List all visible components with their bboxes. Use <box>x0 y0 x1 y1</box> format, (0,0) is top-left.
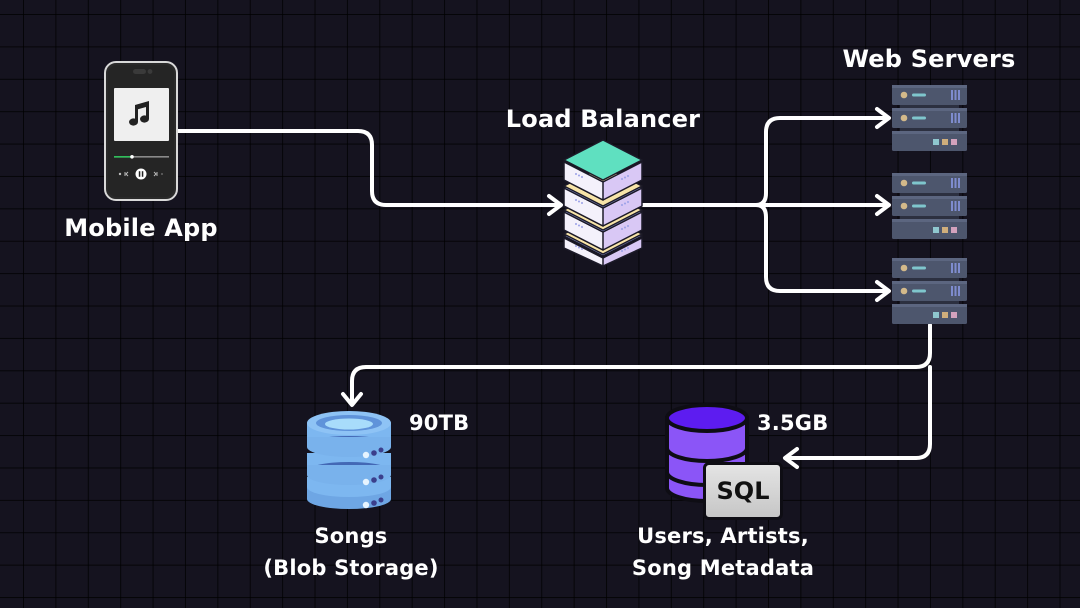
blob-storage-size: 90TB <box>409 411 470 435</box>
smartphone-music-player-icon <box>104 61 178 201</box>
load-balancer-node[interactable] <box>560 138 646 268</box>
sql-database-size: 3.5GB <box>757 411 829 435</box>
edge-servers-to-blob-arrowhead <box>341 392 363 407</box>
sql-badge-text: SQL <box>716 477 770 505</box>
web-servers-label: Web Servers <box>842 45 1016 73</box>
edge-lb-to-server-1 <box>754 116 890 207</box>
load-balancer-stack-icon <box>563 139 643 267</box>
web-server-1[interactable] <box>892 85 967 151</box>
edge-lb-to-server-1-arrowhead <box>875 107 891 129</box>
mobile-app-node[interactable] <box>104 61 178 201</box>
edge-lb-to-server-3-arrowhead <box>875 280 891 302</box>
server-rack-icon <box>892 258 967 324</box>
sql-badge-box: SQL <box>703 462 783 520</box>
edge-servers-to-sql <box>784 365 932 460</box>
server-rack-icon <box>892 85 967 151</box>
load-balancer-label: Load Balancer <box>505 105 701 133</box>
blob-database-icon <box>307 411 391 509</box>
edge-servers-to-sql-arrowhead <box>783 447 799 469</box>
edge-mobile-to-lb-arrowhead <box>547 194 563 216</box>
sql-database-label: Users, Artists, Song Metadata <box>632 520 814 584</box>
sql-database-label-line1: Users, Artists, <box>637 524 809 548</box>
edge-lb-to-server-3 <box>754 203 890 293</box>
blob-storage-label: Songs (Blob Storage) <box>263 520 438 584</box>
blob-storage-label-line2: (Blob Storage) <box>263 556 439 580</box>
sql-database-label-line2: Song Metadata <box>631 556 815 580</box>
blob-storage-label-line1: Songs <box>314 524 388 548</box>
web-server-3[interactable] <box>892 258 967 324</box>
edge-servers-to-blob <box>350 323 932 406</box>
edge-mobile-to-lb <box>176 129 562 207</box>
blob-storage-node[interactable] <box>304 407 394 510</box>
sql-badge: SQL <box>703 462 783 520</box>
server-rack-icon <box>892 173 967 239</box>
mobile-app-label: Mobile App <box>64 214 218 242</box>
edge-lb-to-server-2-arrowhead <box>875 194 891 216</box>
web-server-2[interactable] <box>892 173 967 239</box>
